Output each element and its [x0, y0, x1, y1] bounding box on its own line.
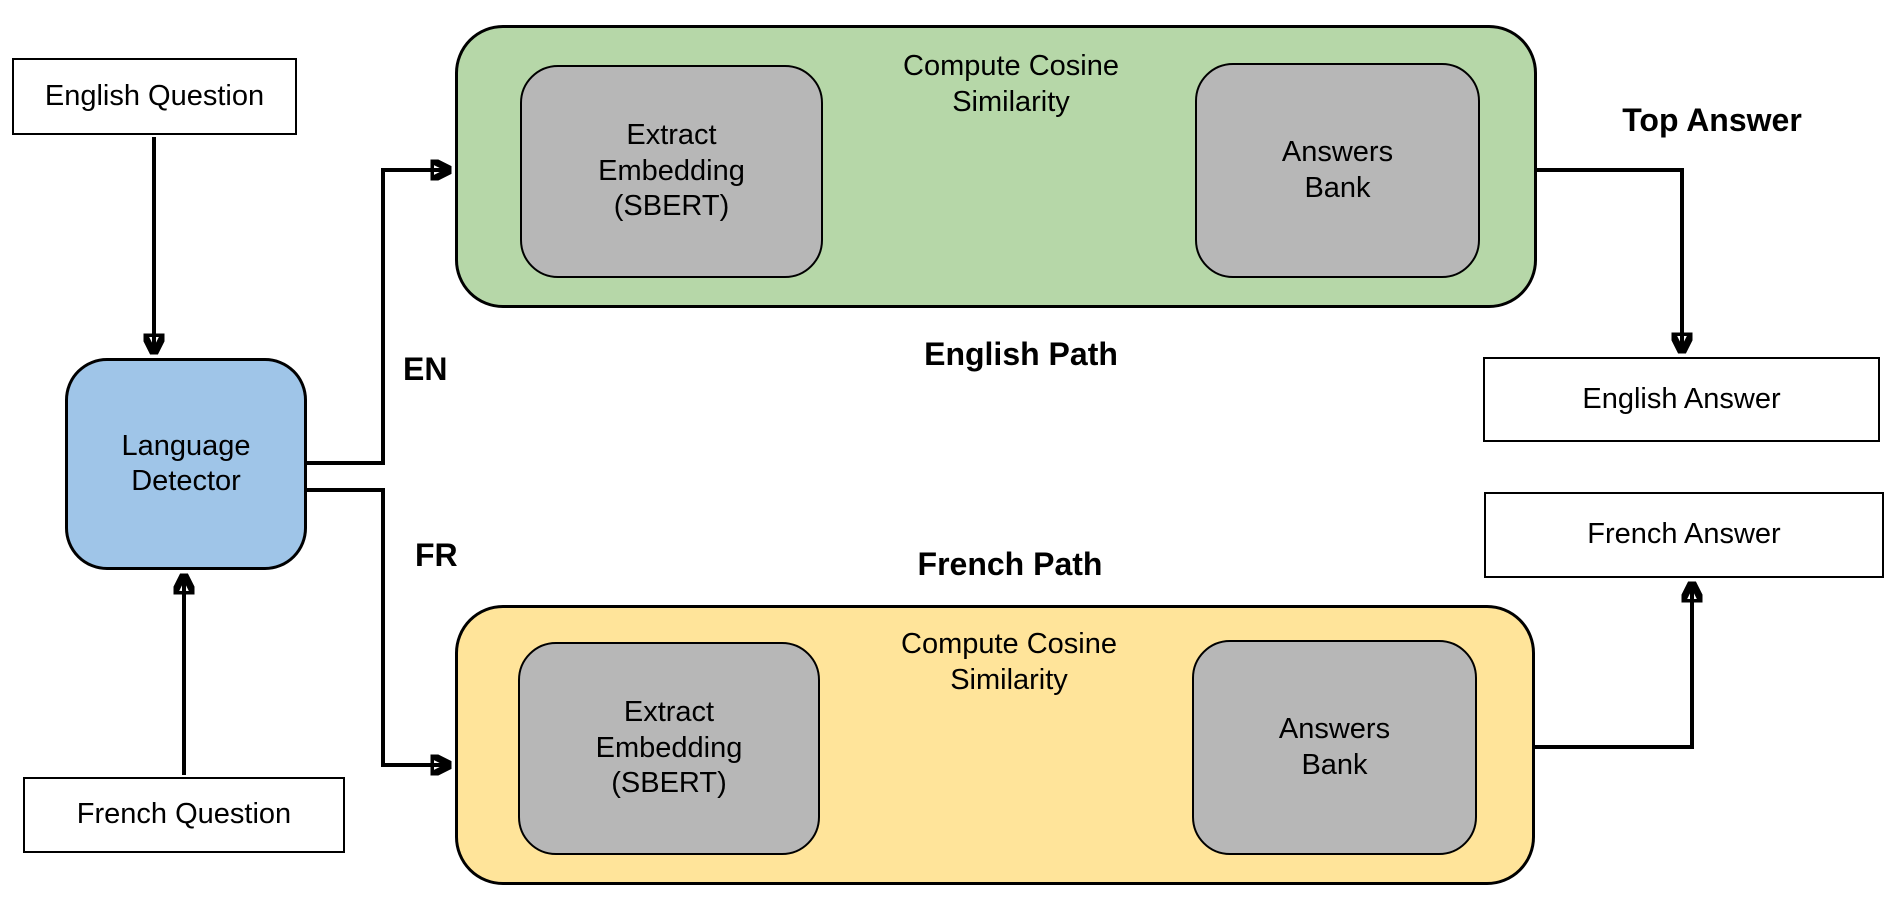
- english-answer-node: English Answer: [1483, 357, 1880, 442]
- french-question-node: French Question: [23, 777, 345, 853]
- english-path-title: English Path: [924, 336, 1118, 372]
- french-answer-node: French Answer: [1484, 492, 1884, 578]
- top-answer-label: Top Answer: [1622, 102, 1802, 138]
- arrow-language-detector-to-french-path: [306, 488, 448, 765]
- fr-branch-label: FR: [415, 537, 458, 573]
- english-extract-embedding-node: Extract Embedding (SBERT): [520, 65, 823, 278]
- language-detector-node: Language Detector: [65, 358, 307, 570]
- english-question-node: English Question: [12, 58, 297, 135]
- french-extract-embedding-node: Extract Embedding (SBERT): [518, 642, 820, 855]
- french-cosine-similarity-label: Compute Cosine Similarity: [901, 628, 1117, 697]
- arrow-language-detector-to-english-path: [306, 170, 448, 465]
- french-path-title: French Path: [917, 546, 1103, 582]
- arrow-french-path-to-french-answer: [1534, 585, 1692, 749]
- french-answers-bank-node: Answers Bank: [1192, 640, 1477, 855]
- english-answers-bank-node: Answers Bank: [1195, 63, 1480, 278]
- arrow-english-path-to-english-answer: [1536, 168, 1682, 350]
- en-branch-label: EN: [403, 351, 448, 387]
- english-cosine-similarity-label: Compute Cosine Similarity: [903, 50, 1119, 119]
